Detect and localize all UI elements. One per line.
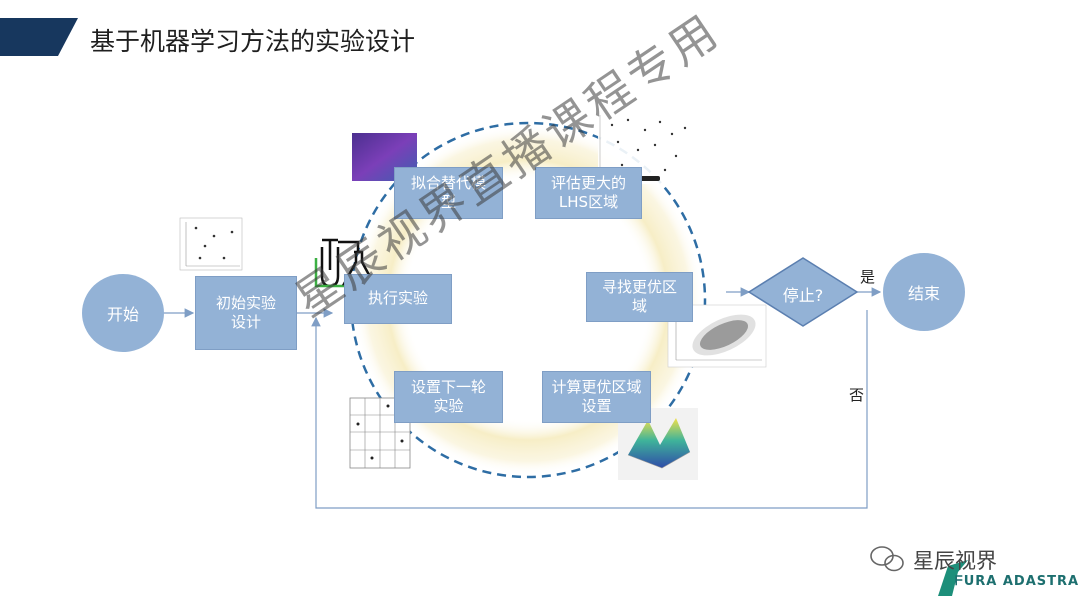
- stop-decision-diamond: [747, 257, 859, 327]
- arrow-feedback-loop: [311, 310, 868, 509]
- wechat-account-name: 星辰视界: [913, 549, 997, 573]
- initial-design-box: 初始实验设计: [195, 276, 297, 350]
- fura-adastra-logo-text: ᖴURA ADASTRA: [955, 574, 1080, 589]
- compute-region-settings-box: 计算更优区域设置: [542, 371, 651, 423]
- stop-decision-label: 停止?: [782, 286, 824, 305]
- fit-surrogate-box: 拟合替代模型: [394, 167, 503, 219]
- region-scatter-thumbnail: [667, 304, 767, 368]
- yes-edge-label: 是: [860, 268, 876, 286]
- set-next-round-box: 设置下一轮实验: [394, 371, 503, 423]
- wechat-icon: [870, 546, 904, 572]
- lab-glassware-icon: [314, 238, 377, 288]
- fura-adastra-logo-mark: [938, 560, 968, 596]
- find-better-region-box: 寻找更优区域: [586, 272, 693, 322]
- evaluate-lhs-box: 评估更大的LHS区域: [535, 167, 642, 219]
- title-band-tip: [58, 18, 78, 56]
- slide-title: 基于机器学习方法的实验设计: [90, 27, 416, 56]
- title-band: [0, 18, 58, 56]
- start-node: 开始: [82, 274, 164, 352]
- run-experiment-box: 执行实验: [344, 274, 452, 324]
- initial-design-scatter-thumbnail: [179, 217, 243, 271]
- no-edge-label: 否: [849, 386, 865, 404]
- end-node: 结束: [883, 253, 965, 331]
